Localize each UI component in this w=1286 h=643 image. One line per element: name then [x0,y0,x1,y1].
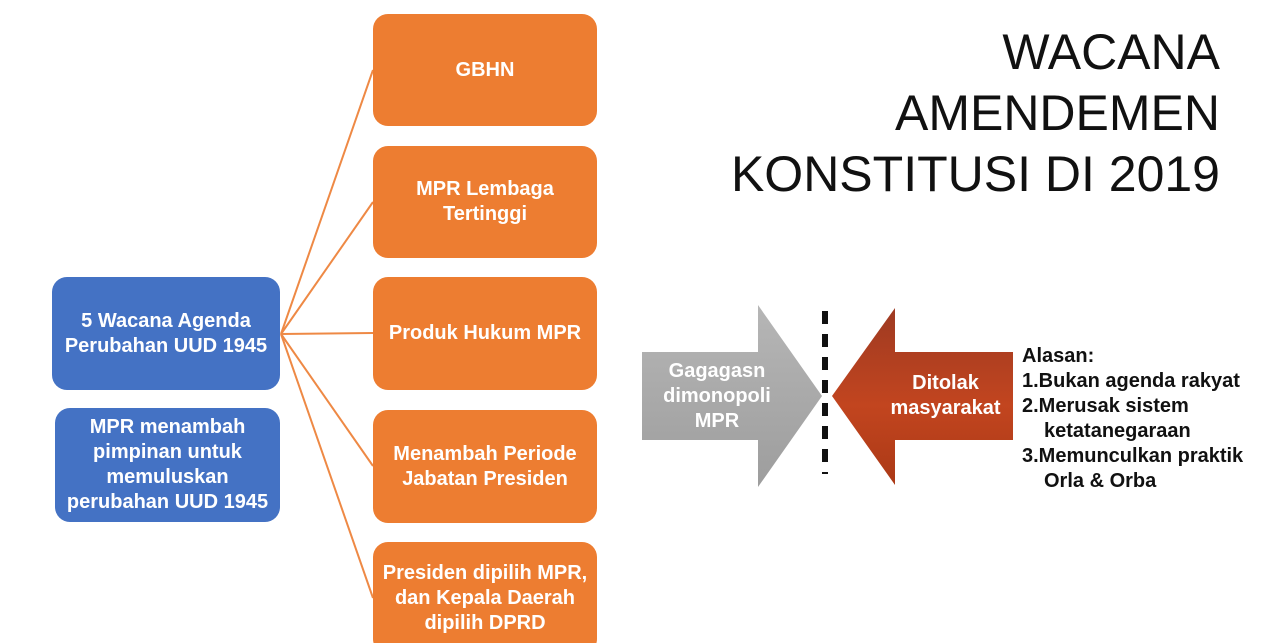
agenda-box-gbhn-label: GBHN [455,58,515,81]
source-box-wacana-agenda-label: 5 Wacana Agenda Perubahan UUD 1945 [64,309,268,357]
connector-lines [280,69,374,599]
agenda-box-presiden-dipilih-label: Presiden dipilih MPR, dan Kepala Daerah … [382,561,588,634]
gray-arrow-label: Gagagasn dimonopoli MPR [642,352,792,440]
agenda-box-mpr-lembaga-tertinggi-label: MPR Lembaga Tertinggi [416,178,554,225]
reasons-block: Alasan: 1.Bukan agenda rakyat 2.Merusak … [1022,344,1268,494]
slide-title: WACANA AMENDEMEN KONSTITUSI DI 2019 [730,24,1220,202]
reasons-heading: Alasan: [1022,345,1095,367]
reason-item-2: 2.Merusak sistem ketatanegaraan [1022,395,1191,442]
agenda-box-mpr-lembaga-tertinggi: MPR Lembaga Tertinggi [373,146,597,258]
connector-line-periode-jabatan [280,333,374,467]
agenda-box-gbhn: GBHN [373,14,597,126]
agenda-box-menambah-periode: Menambah Periode Jabatan Presiden [373,410,597,523]
connector-line-gbhn [280,69,374,335]
agenda-box-produk-hukum-mpr: Produk Hukum MPR [373,277,597,390]
source-box-wacana-agenda: 5 Wacana Agenda Perubahan UUD 1945 [52,277,280,390]
connector-line-presiden-dipilih [280,333,374,599]
agenda-box-produk-hukum-mpr-label: Produk Hukum MPR [388,322,582,344]
red-arrow-label: Ditolak masyarakat [868,352,1023,440]
reason-item-1: 1.Bukan agenda rakyat [1022,370,1240,392]
connector-line-mpr-lembaga [280,201,374,335]
source-box-mpr-pimpinan-label: MPR menambah pimpinan untuk memuluskan p… [66,416,269,513]
agenda-box-menambah-periode-label: Menambah Periode Jabatan Presiden [393,442,577,490]
gray-arrow-label-text: Gagagasn dimonopoli MPR [663,359,771,432]
left-pointing-arrow-shape [832,308,1013,485]
reason-item-3: 3.Memunculkan praktik Orla & Orba [1022,445,1244,492]
source-box-mpr-pimpinan: MPR menambah pimpinan untuk memuluskan p… [55,408,280,522]
agenda-box-presiden-dipilih: Presiden dipilih MPR, dan Kepala Daerah … [373,542,597,643]
connector-line-produk-hukum [280,332,374,335]
red-arrow-label-text: Ditolak masyarakat [890,372,1001,419]
right-pointing-arrow-shape [642,305,822,487]
